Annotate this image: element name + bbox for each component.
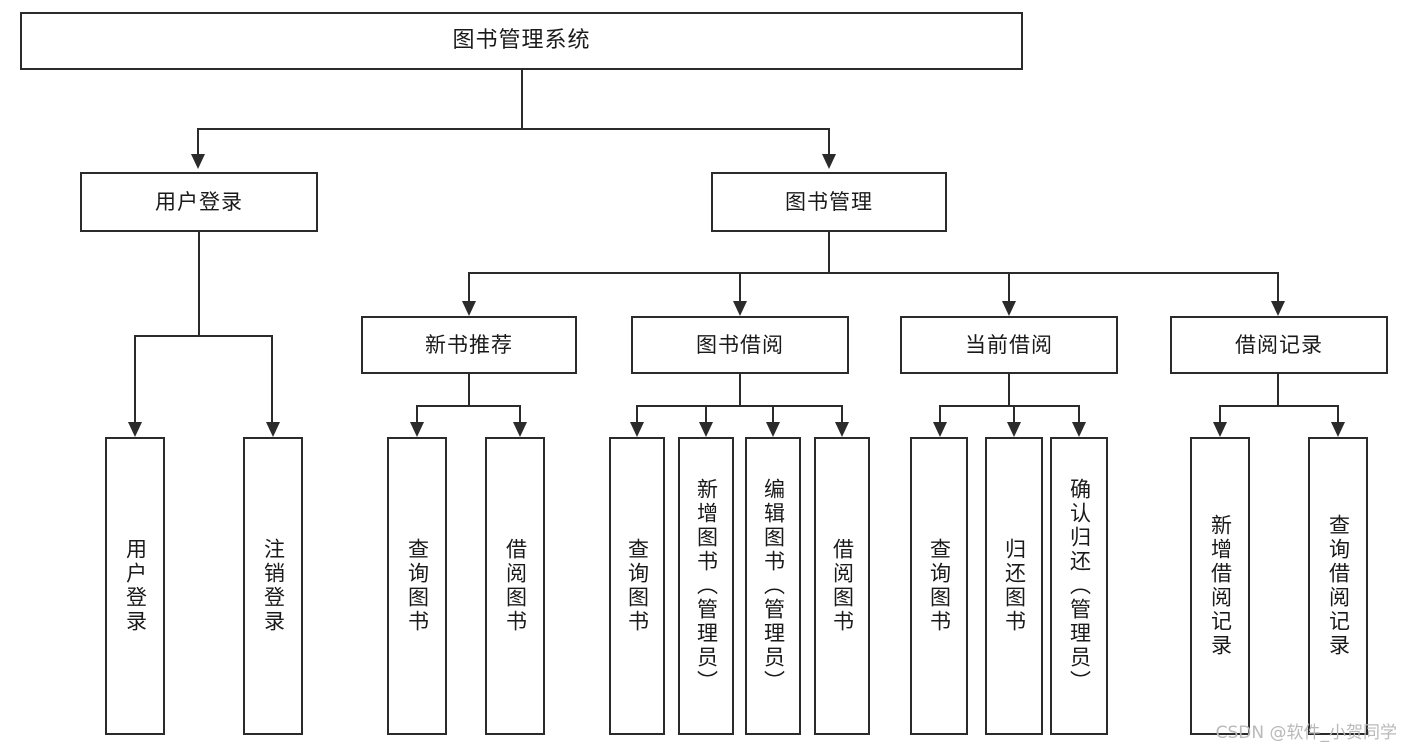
leaf-br-query-record[interactable]: 查询借阅记录 [1308,437,1368,735]
arrow-to-leaf-cb-query-book [933,422,947,437]
node-label: 确认归还（管理员） [1067,478,1092,694]
connector-nbr-drop-1 [416,405,418,422]
leaf-nbr-borrow-book[interactable]: 借阅图书 [485,437,545,735]
arrow-to-leaf-bb-query-book [630,422,644,437]
arrow-to-new-book-recommend [462,301,476,316]
connector-bb-bar [636,405,842,407]
connector-user-login-bar [134,335,272,337]
node-root-system[interactable]: 图书管理系统 [20,12,1023,70]
connector-bb-drop-4 [841,405,843,422]
arrow-to-leaf-bb-borrow-book [835,422,849,437]
arrow-to-book-manage [822,154,836,169]
connector-cb-drop-1 [939,405,941,422]
arrow-to-current-borrow [1002,301,1016,316]
connector-user-login-drop-1 [134,335,136,422]
watermark: CSDN @软件_小贺同学 [1215,723,1397,743]
connector-bb-stem [739,374,741,405]
arrow-to-leaf-nbr-query-book [410,422,424,437]
node-label: 用户登录 [123,538,148,634]
leaf-bb-add-book[interactable]: 新增图书（管理员） [678,437,734,735]
node-label: 借阅图书 [503,538,528,634]
node-label: 图书管理系统 [452,28,591,54]
arrow-to-leaf-cb-return-book [1007,422,1021,437]
connector-bm-drop-2 [739,272,741,301]
node-label: 用户登录 [155,189,243,214]
connector-user-login-drop-2 [271,335,273,422]
node-label: 新书推荐 [425,332,513,357]
arrow-to-leaf-bb-add-book [699,422,713,437]
node-book-borrow[interactable]: 图书借阅 [631,316,849,374]
node-label: 新增图书（管理员） [694,478,719,694]
connector-nbr-drop-2 [519,405,521,422]
node-label: 查询借阅记录 [1326,514,1351,658]
node-label: 图书借阅 [696,332,784,357]
arrow-to-leaf-bb-edit-book [766,422,780,437]
connector-br-stem [1277,374,1279,405]
connector-bm-drop-4 [1277,272,1279,301]
node-label: 注销登录 [261,538,286,634]
arrow-to-book-borrow [733,301,747,316]
node-label: 查询图书 [405,538,430,634]
arrow-to-leaf-user-login [128,422,142,437]
leaf-logout[interactable]: 注销登录 [243,437,303,735]
connector-book-manage-stem [828,232,830,272]
connector-bm-drop-1 [468,272,470,301]
arrow-to-leaf-nbr-borrow-book [513,422,527,437]
node-borrow-record[interactable]: 借阅记录 [1170,316,1388,374]
connector-user-login-stem [198,232,200,335]
node-label: 新增借阅记录 [1208,514,1233,658]
leaf-bb-borrow-book[interactable]: 借阅图书 [814,437,870,735]
node-label: 当前借阅 [965,332,1053,357]
arrow-to-leaf-logout [266,422,280,437]
connector-br-drop-1 [1219,405,1221,422]
connector-root-stem [521,70,523,128]
leaf-cb-query-book[interactable]: 查询图书 [910,437,968,735]
node-label: 借阅图书 [830,538,855,634]
node-new-book-recommend[interactable]: 新书推荐 [361,316,577,374]
node-label: 编辑图书（管理员） [761,478,786,694]
node-current-borrow[interactable]: 当前借阅 [900,316,1118,374]
connector-br-bar [1219,405,1338,407]
arrow-to-leaf-cb-confirm-return [1072,422,1086,437]
connector-cb-bar [939,405,1079,407]
connector-root-drop-right [828,128,830,154]
arrow-to-leaf-br-query-record [1331,422,1345,437]
node-label: 查询图书 [625,538,650,634]
node-book-management[interactable]: 图书管理 [711,172,947,232]
leaf-bb-edit-book[interactable]: 编辑图书（管理员） [745,437,801,735]
leaf-user-login[interactable]: 用户登录 [105,437,165,735]
node-label: 归还图书 [1002,538,1027,634]
leaf-br-add-record[interactable]: 新增借阅记录 [1190,437,1250,735]
connector-cb-drop-2 [1013,405,1015,422]
node-label: 图书管理 [785,189,873,214]
connector-bb-drop-2 [705,405,707,422]
leaf-bb-query-book[interactable]: 查询图书 [609,437,665,735]
connector-nbr-stem [468,374,470,405]
connector-book-manage-bar [468,272,1278,274]
connector-bb-drop-1 [636,405,638,422]
connector-bb-drop-3 [772,405,774,422]
connector-bm-drop-3 [1008,272,1010,301]
connector-br-drop-2 [1337,405,1339,422]
arrow-to-borrow-record [1271,301,1285,316]
node-label: 查询图书 [927,538,952,634]
leaf-cb-return-book[interactable]: 归还图书 [985,437,1043,735]
leaf-cb-confirm-return[interactable]: 确认归还（管理员） [1050,437,1108,735]
arrow-to-user-login [191,154,205,169]
connector-root-drop-left [197,128,199,154]
arrow-to-leaf-br-add-record [1213,422,1227,437]
leaf-nbr-query-book[interactable]: 查询图书 [387,437,447,735]
connector-cb-drop-3 [1078,405,1080,422]
node-user-login[interactable]: 用户登录 [80,172,318,232]
node-label: 借阅记录 [1235,332,1323,357]
connector-cb-stem [1008,374,1010,405]
connector-root-bar [197,128,829,130]
connector-nbr-bar [416,405,520,407]
